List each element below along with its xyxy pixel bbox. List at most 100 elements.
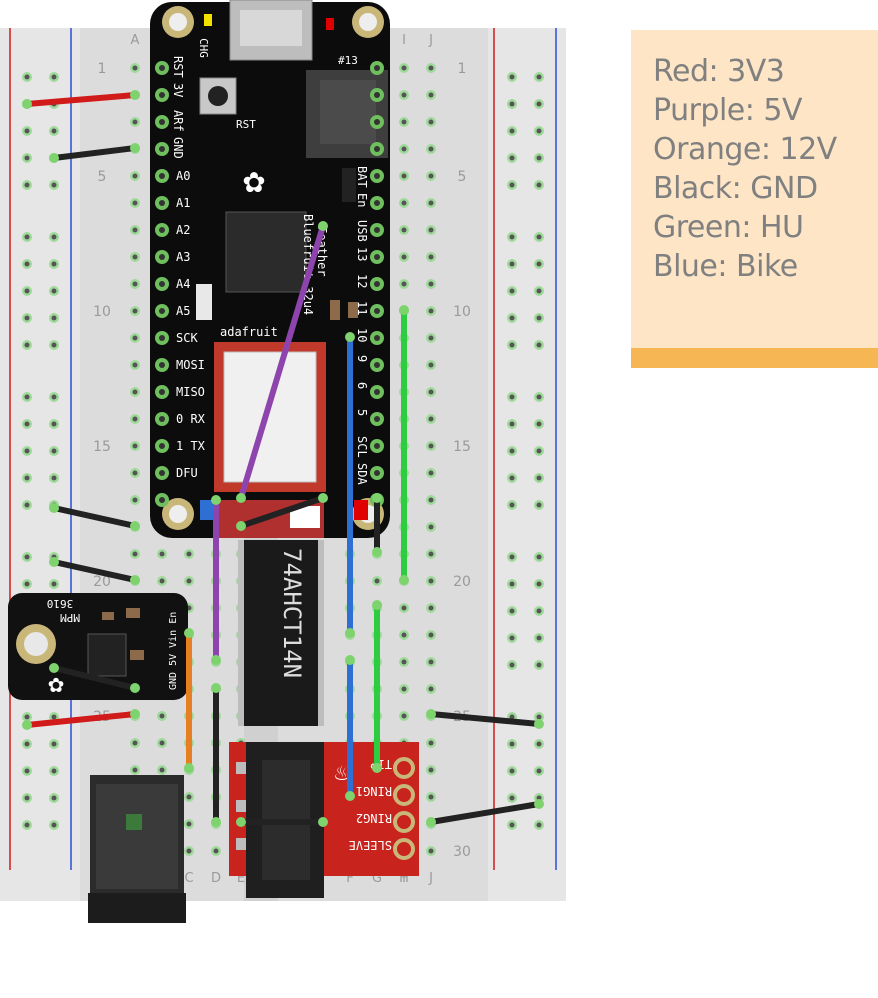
feather-pin-center bbox=[159, 281, 165, 287]
feather-pin-label: 5 bbox=[355, 409, 369, 416]
row-label: 15 bbox=[93, 439, 111, 455]
breadboard-hole-center bbox=[132, 470, 138, 476]
wire-end bbox=[372, 600, 382, 610]
breadboard-hole-center bbox=[186, 794, 192, 800]
feather-pin-label: MOSI bbox=[176, 358, 205, 372]
breadboard-hole-center bbox=[159, 767, 165, 773]
wire-end bbox=[22, 720, 32, 730]
rail-hole-center bbox=[509, 768, 515, 774]
breadboard-hole-center bbox=[132, 389, 138, 395]
breadboard-hole-center bbox=[428, 92, 434, 98]
jack-pin-label: SLEEVE bbox=[349, 838, 392, 852]
rail-hole-center bbox=[51, 128, 57, 134]
breadboard-hole-center bbox=[428, 146, 434, 152]
breadboard-hole-center bbox=[132, 254, 138, 260]
jack-pin-label: RING2 bbox=[356, 811, 392, 825]
feather-pin-center bbox=[159, 389, 165, 395]
breadboard-hole-center bbox=[428, 308, 434, 314]
rail-hole-center bbox=[509, 475, 515, 481]
wire-end bbox=[22, 99, 32, 109]
rail-hole-center bbox=[536, 581, 542, 587]
feather-pin-label: A1 bbox=[176, 196, 190, 210]
wire-end bbox=[211, 655, 221, 665]
breadboard-hole-center bbox=[401, 686, 407, 692]
wire-end bbox=[345, 628, 355, 638]
breadboard-hole-center bbox=[428, 362, 434, 368]
column-label: E bbox=[237, 871, 245, 886]
feather-pin-label: GND bbox=[171, 137, 185, 159]
rail-hole-center bbox=[24, 448, 30, 454]
breadboard-hole-center bbox=[186, 578, 192, 584]
rail-hole-center bbox=[24, 714, 30, 720]
rail-hole-center bbox=[536, 421, 542, 427]
rail-hole-center bbox=[509, 342, 515, 348]
feather-board: CHG #13 RST adafruit Feather Bluefruit 3… bbox=[150, 0, 390, 538]
rail-hole-center bbox=[509, 234, 515, 240]
feather-pin-center bbox=[374, 443, 380, 449]
rail-hole-center bbox=[509, 448, 515, 454]
rail-hole-center bbox=[509, 101, 515, 107]
rail-hole-center bbox=[24, 288, 30, 294]
rail-hole-center bbox=[536, 128, 542, 134]
black-wire bbox=[51, 145, 138, 161]
rail-hole-center bbox=[24, 795, 30, 801]
feather-pin-center bbox=[374, 470, 380, 476]
row-label: 10 bbox=[453, 304, 471, 320]
rail-hole-center bbox=[509, 421, 515, 427]
wire-end bbox=[130, 709, 140, 719]
feather-brand-label: adafruit bbox=[220, 325, 278, 339]
feather-pin-center bbox=[159, 173, 165, 179]
rail-hole-center bbox=[51, 342, 57, 348]
breadboard-hole-center bbox=[401, 119, 407, 125]
rail-hole-center bbox=[536, 741, 542, 747]
breadboard-hole-center bbox=[186, 821, 192, 827]
breadboard-hole-center bbox=[428, 200, 434, 206]
breadboard-hole-center bbox=[401, 254, 407, 260]
breadboard-hole-center bbox=[132, 740, 138, 746]
wire-end bbox=[534, 799, 544, 809]
rail-hole-center bbox=[24, 315, 30, 321]
breadboard-hole-center bbox=[401, 65, 407, 71]
breadboard-hole-center bbox=[132, 551, 138, 557]
wire-end bbox=[236, 493, 246, 503]
feather-pin-label: DFU bbox=[176, 466, 198, 480]
breadboard-hole-center bbox=[186, 551, 192, 557]
breadboard-hole-center bbox=[132, 767, 138, 773]
feather-pin-center bbox=[159, 362, 165, 368]
wire-end bbox=[184, 628, 194, 638]
feather-chg-label: CHG bbox=[197, 38, 210, 58]
feather-pin-center bbox=[374, 146, 380, 152]
feather-pin-center bbox=[159, 416, 165, 422]
wire-end bbox=[372, 763, 382, 773]
feather-pin-label: 13 bbox=[355, 247, 369, 261]
microcontroller-chip bbox=[225, 211, 307, 293]
wire-end bbox=[130, 143, 140, 153]
wire-end bbox=[130, 90, 140, 100]
breadboard-hole-center bbox=[428, 119, 434, 125]
rail-hole-center bbox=[24, 342, 30, 348]
breadboard-right-rail bbox=[488, 28, 566, 901]
black-wire bbox=[51, 559, 138, 583]
breadboard-hole-center bbox=[428, 254, 434, 260]
voltage-regulator: MPM 3610 GND 5V Vin En ✿ bbox=[8, 593, 188, 700]
rail-hole-center bbox=[536, 662, 542, 668]
feather-pin-label: SCK bbox=[176, 331, 198, 345]
breadboard-hole-center bbox=[401, 146, 407, 152]
column-label: C bbox=[184, 871, 193, 886]
purple-wire bbox=[238, 223, 326, 501]
wire-end bbox=[318, 493, 328, 503]
breadboard-hole-center bbox=[132, 200, 138, 206]
breadboard-hole-center bbox=[428, 281, 434, 287]
feather-pin-center bbox=[374, 200, 380, 206]
wire-end bbox=[49, 503, 59, 513]
feather-pin-label: A5 bbox=[176, 304, 190, 318]
rail-hole-center bbox=[509, 502, 515, 508]
breadboard-hole-center bbox=[428, 767, 434, 773]
adafruit-flower-icon: ✿ bbox=[48, 673, 65, 697]
feather-pin-label: 9 bbox=[355, 355, 369, 362]
breadboard-hole-center bbox=[401, 92, 407, 98]
feather-pin-label: ARf bbox=[171, 110, 185, 132]
rail-hole-center bbox=[24, 822, 30, 828]
breadboard-hole-center bbox=[428, 686, 434, 692]
